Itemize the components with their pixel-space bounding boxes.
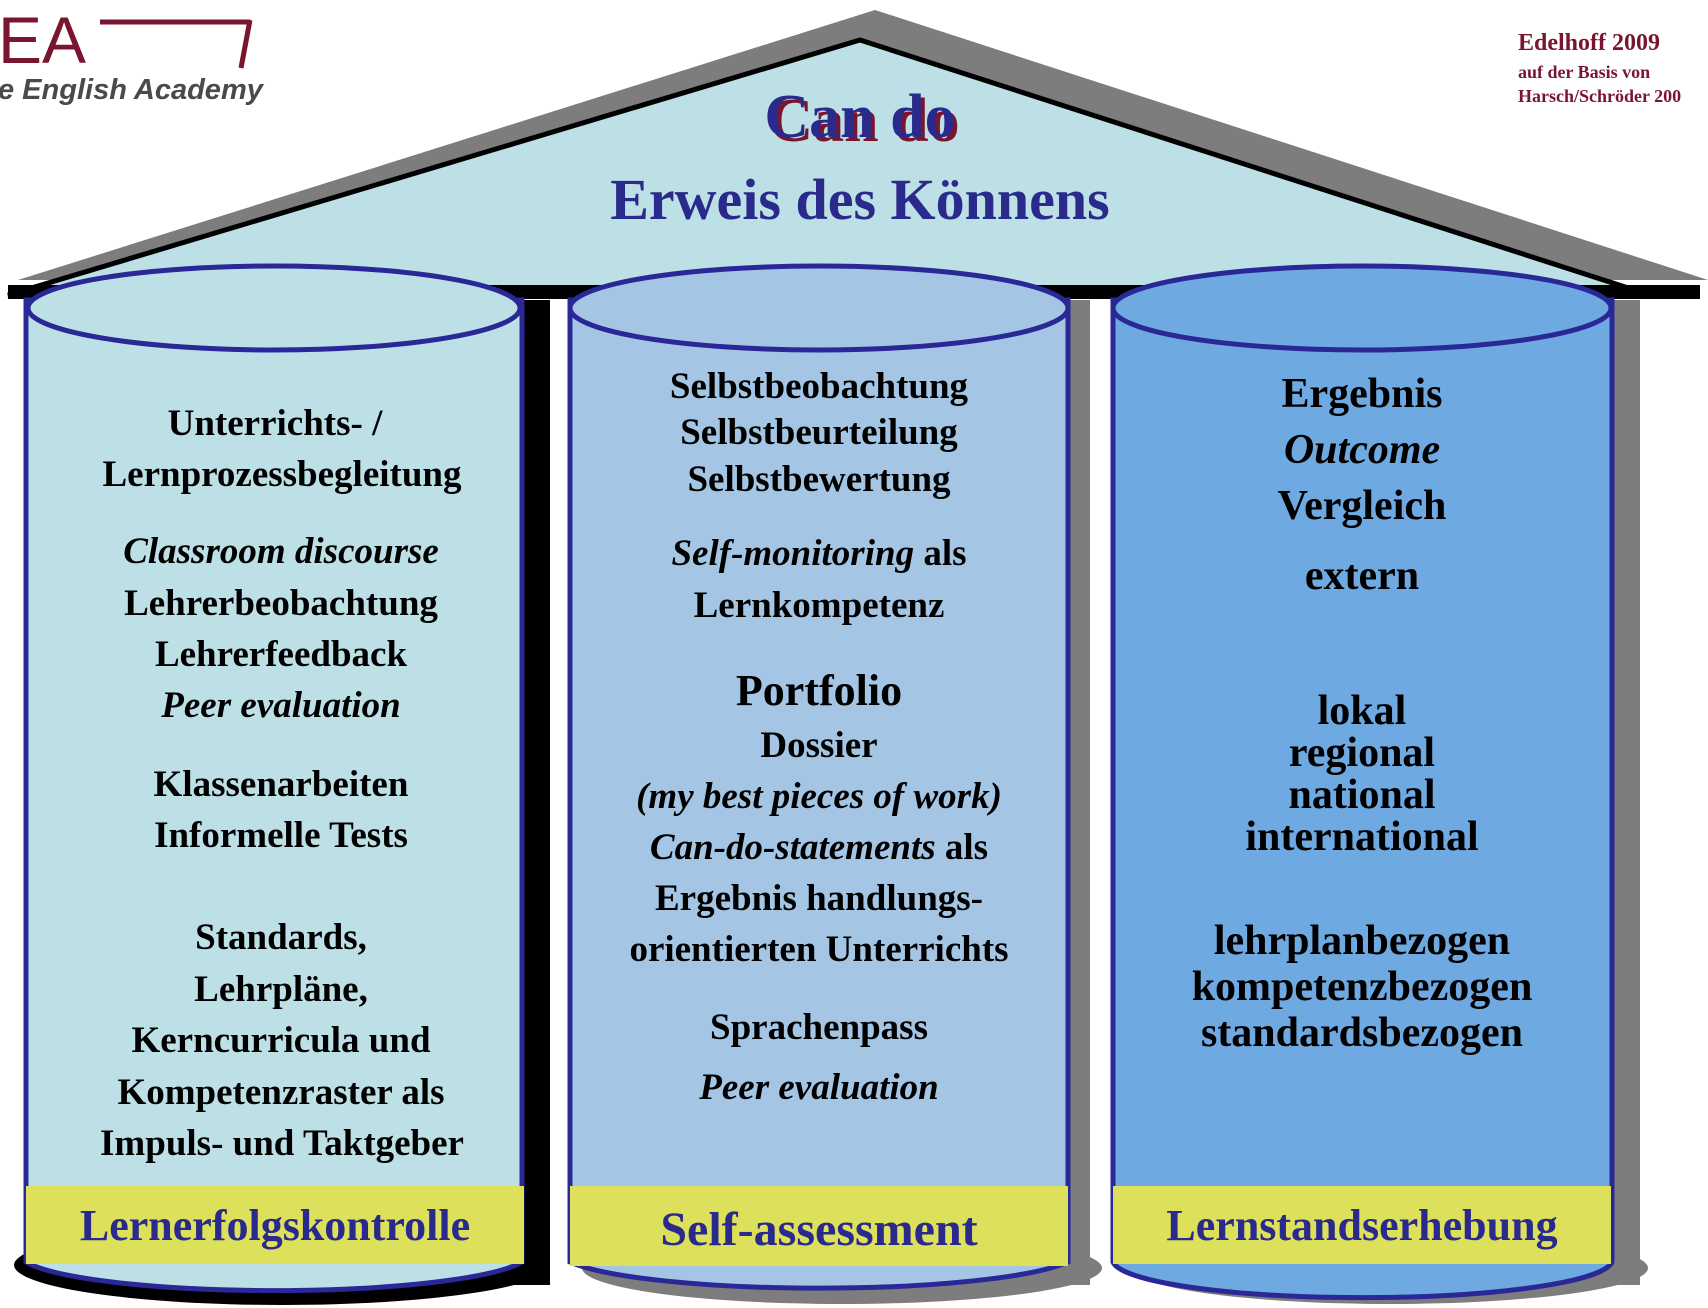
pillar-left-shape xyxy=(14,263,550,1305)
middle-text-5: Lernkompetenz xyxy=(693,585,945,626)
left-text-13: Impuls- und Taktgeber xyxy=(100,1123,464,1164)
left-text-5: Lehrerfeedback xyxy=(154,634,408,675)
credit-author: Edelhoff 2009 xyxy=(1518,30,1661,56)
left-text-3: Classroom discourse xyxy=(123,531,439,572)
middle-text-4-italic: Self-monitoring xyxy=(671,533,915,574)
middle-text-13: Peer evaluation xyxy=(699,1067,939,1108)
label-band-middle xyxy=(570,1186,1068,1266)
credit-source: Harsch/Schröder 200 xyxy=(1518,86,1682,106)
left-text-8: Informelle Tests xyxy=(154,815,408,856)
middle-text-4: Self-monitoring als xyxy=(570,532,1068,575)
middle-text-7: Dossier xyxy=(760,725,878,766)
right-text-10: kompetenzbezogen xyxy=(1191,964,1533,1010)
right-text-7: national xyxy=(1288,772,1436,818)
label-band-left xyxy=(26,1186,524,1264)
pillar-label-middle: Self-assessment xyxy=(660,1203,978,1256)
left-text-6: Peer evaluation xyxy=(161,685,401,726)
middle-text-10: Ergebnis handlungs- xyxy=(655,878,983,919)
middle-text-12: Sprachenpass xyxy=(710,1007,928,1048)
middle-text-8: (my best pieces of work) xyxy=(636,776,1002,817)
pillar-label-right: Lernstandserhebung xyxy=(1166,1201,1558,1250)
logo-tagline: e English Academy xyxy=(0,74,263,106)
left-text-9: Standards, xyxy=(195,917,367,958)
credit-basis: auf der Basis von xyxy=(1518,62,1651,82)
middle-text-9-rest: als xyxy=(935,827,989,868)
middle-text-9-italic: Can-do-statements xyxy=(649,827,936,868)
left-text-4: Lehrerbeobachtung xyxy=(124,583,438,624)
middle-text-3: Selbstbewertung xyxy=(687,459,951,500)
logo-frame xyxy=(100,19,253,69)
left-text-10: Lehrpläne, xyxy=(194,969,368,1010)
right-text-9: lehrplanbezogen xyxy=(1213,918,1511,964)
pillar-label-left: Lernerfolgskontrolle xyxy=(79,1201,471,1250)
right-text-2: Outcome xyxy=(1283,427,1441,473)
roof-title: Can do xyxy=(764,83,956,151)
left-text-11: Kerncurricula und xyxy=(131,1020,431,1061)
middle-text-1: Selbstbeobachtung xyxy=(669,366,969,407)
right-text-6: regional xyxy=(1288,730,1436,776)
right-text-8: international xyxy=(1245,814,1479,860)
left-text-2: Lernprozessbegleitung xyxy=(102,454,462,495)
middle-text-4-rest: als xyxy=(914,533,967,574)
middle-text-9: Can-do-statements als xyxy=(570,826,1068,869)
left-text-1: Unterrichts- / xyxy=(167,403,383,444)
left-text-7: Klassenarbeiten xyxy=(153,764,409,805)
logo-letters: EA xyxy=(0,3,87,77)
right-text-4: extern xyxy=(1304,553,1420,599)
label-band-right xyxy=(1113,1186,1611,1264)
right-text-3: Vergleich xyxy=(1277,483,1447,529)
middle-text-2: Selbstbeurteilung xyxy=(680,412,958,453)
middle-text-6: Portfolio xyxy=(735,666,903,715)
right-text-5: lokal xyxy=(1317,688,1407,734)
left-text-12: Kompetenzraster als xyxy=(117,1072,445,1113)
right-text-1: Ergebnis xyxy=(1281,371,1443,417)
right-text-11: standardsbezogen xyxy=(1200,1010,1524,1056)
middle-text-11: orientierten Unterrichts xyxy=(629,929,1009,970)
roof-subtitle: Erweis des Könnens xyxy=(610,167,1110,232)
